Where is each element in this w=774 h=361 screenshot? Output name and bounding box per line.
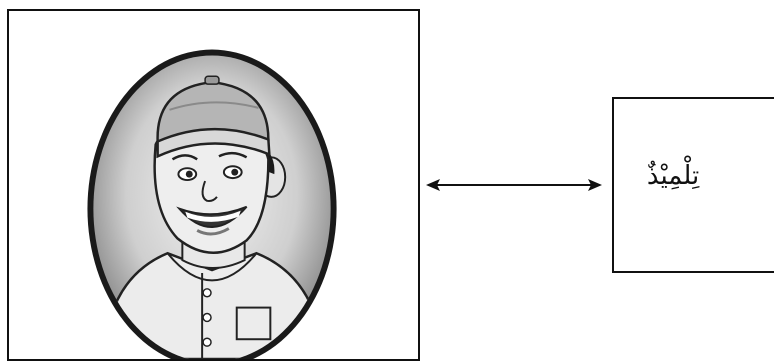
boy-portrait-illustration	[87, 49, 337, 359]
double-headed-arrow	[426, 179, 602, 191]
word-card: تِلْمِيْذٌ	[612, 97, 774, 273]
arabic-word: تِلْمِيْذٌ	[646, 161, 700, 191]
picture-frame	[7, 9, 420, 361]
